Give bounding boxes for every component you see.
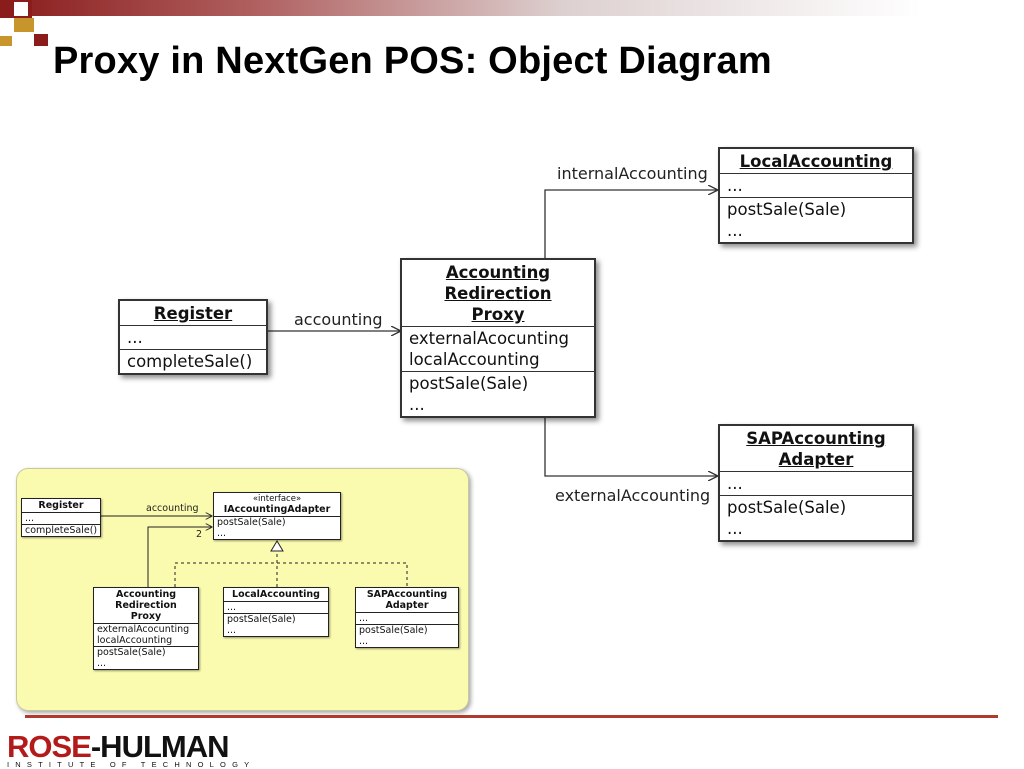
logo-square-white: [14, 2, 28, 16]
logo-wordmark: ROSE-HULMAN: [7, 731, 255, 762]
local-accounting-operations: postSale(Sale) ...: [720, 197, 912, 242]
inset-local-accounting-attributes: ...: [224, 601, 328, 613]
sap-adapter-box: SAPAccounting Adapter ... postSale(Sale)…: [718, 424, 914, 542]
sap-adapter-attributes: ...: [720, 471, 912, 495]
inset-realization-lines: [174, 562, 408, 587]
inset-interface-stereotype: «interface»: [252, 494, 302, 504]
inset-proxy-attributes: externalAcocunting localAccounting: [94, 623, 198, 646]
inset-accounting-label: accounting: [146, 503, 199, 514]
local-accounting-op-more: ...: [727, 221, 743, 240]
inset-register-box: Register ... completeSale(): [21, 498, 101, 537]
inset-sap-adapter-op-postsale: postSale(Sale): [359, 625, 428, 636]
register-box: Register ... completeSale(): [118, 299, 268, 375]
local-accounting-name: LocalAccounting: [739, 152, 893, 171]
register-operations: completeSale(): [120, 349, 266, 373]
inset-connectors: [101, 469, 408, 587]
rose-hulman-logo: ROSE-HULMAN INSTITUTE OF TECHNOLOGY: [7, 731, 256, 769]
inset-register-name: Register: [38, 500, 84, 511]
logo-wordmark-hulman: -HULMAN: [90, 729, 230, 764]
sap-adapter-name-line-1: SAPAccounting: [746, 429, 886, 448]
inset-realization-triangle: [270, 540, 284, 552]
proxy-name-line-3: Proxy: [471, 305, 525, 324]
local-accounting-op-postsale: postSale(Sale): [727, 200, 847, 219]
inset-sap-adapter-name-line-1: SAPAccounting: [366, 589, 448, 600]
inset-proxy-attr-external: externalAcocunting: [97, 624, 190, 635]
inset-local-accounting-op-more: ...: [227, 625, 237, 636]
logo-wordmark-rose: ROSE: [7, 729, 92, 764]
footer-rule: [25, 715, 998, 718]
inset-sap-adapter-op-more: ...: [359, 636, 369, 647]
proxy-op-more: ...: [409, 395, 425, 414]
proxy-attr-external: externalAcocunting: [409, 329, 570, 348]
sap-adapter-name: SAPAccounting Adapter: [720, 426, 912, 471]
inset-multiplicity-label: 2: [196, 529, 203, 540]
inset-local-accounting-op-postsale: postSale(Sale): [227, 614, 296, 625]
local-accounting-box: LocalAccounting ... postSale(Sale) ...: [718, 147, 914, 244]
inset-proxy-attr-local: localAccounting: [97, 635, 173, 646]
logo-square-gold: [14, 18, 34, 32]
inset-sap-adapter-operations: postSale(Sale) ...: [356, 624, 458, 647]
inset-proxy-name-line-3: Proxy: [130, 611, 162, 622]
local-accounting-attributes: ...: [720, 173, 912, 197]
inset-proxy-op-more: ...: [97, 658, 107, 669]
page-title: Proxy in NextGen POS: Object Diagram: [53, 40, 772, 82]
internal-accounting-label: internalAccounting: [557, 164, 708, 183]
external-accounting-link: [544, 408, 717, 476]
inset-proxy-name: Accounting Redirection Proxy: [94, 588, 198, 623]
header-gradient-bar: [0, 0, 1024, 16]
sap-adapter-op-more: ...: [727, 519, 743, 538]
register-name: Register: [153, 304, 233, 323]
inset-interface-op-more: ...: [217, 528, 227, 539]
inset-register-operations: completeSale(): [22, 524, 100, 536]
inset-class-diagram-panel: Register ... completeSale() «interface» …: [16, 468, 469, 711]
inset-proxy-operations: postSale(Sale) ...: [94, 646, 198, 669]
proxy-attributes: externalAcocunting localAccounting: [402, 326, 594, 371]
inset-register-attributes: ...: [22, 512, 100, 524]
inset-sap-adapter-box: SAPAccounting Adapter ... postSale(Sale)…: [355, 587, 459, 648]
proxy-name-line-2: Redirection: [444, 284, 552, 303]
accounting-link-label: accounting: [294, 310, 383, 329]
sap-adapter-op-postsale: postSale(Sale): [727, 498, 847, 517]
inset-local-accounting-operations: postSale(Sale) ...: [224, 613, 328, 636]
logo-square-red-2: [34, 34, 48, 46]
proxy-op-postsale: postSale(Sale): [409, 374, 529, 393]
inset-local-accounting-box: LocalAccounting ... postSale(Sale) ...: [223, 587, 329, 637]
inset-sap-adapter-attributes: ...: [356, 612, 458, 624]
proxy-box: Accounting Redirection Proxy externalAco…: [400, 258, 596, 418]
logo-subtitle: INSTITUTE OF TECHNOLOGY: [7, 760, 256, 769]
inset-proxy-association: [147, 527, 212, 587]
sap-adapter-name-line-2: Adapter: [778, 450, 854, 469]
proxy-name-line-1: Accounting: [445, 263, 551, 282]
register-attributes: ...: [120, 325, 266, 349]
inset-interface-op-postsale: postSale(Sale): [217, 517, 286, 528]
inset-interface-box: «interface» IAccountingAdapter postSale(…: [213, 492, 341, 540]
inset-local-accounting-name: LocalAccounting: [232, 589, 320, 600]
sap-adapter-operations: postSale(Sale) ...: [720, 495, 912, 540]
inset-interface-name: IAccountingAdapter: [223, 504, 331, 515]
inset-proxy-op-postsale: postSale(Sale): [97, 647, 166, 658]
proxy-operations: postSale(Sale) ...: [402, 371, 594, 416]
external-accounting-label: externalAccounting: [555, 486, 711, 505]
inset-proxy-name-line-2: Redirection: [115, 600, 177, 611]
inset-interface-operations: postSale(Sale) ...: [214, 516, 340, 539]
inset-proxy-box: Accounting Redirection Proxy externalAco…: [93, 587, 199, 670]
inset-sap-adapter-name: SAPAccounting Adapter: [356, 588, 458, 612]
proxy-attr-local: localAccounting: [409, 350, 540, 369]
inset-proxy-name-line-1: Accounting: [115, 589, 177, 600]
internal-accounting-link: [544, 190, 717, 258]
inset-sap-adapter-name-line-2: Adapter: [385, 600, 429, 611]
logo-square-gold-2: [0, 36, 12, 46]
proxy-name: Accounting Redirection Proxy: [402, 260, 594, 326]
